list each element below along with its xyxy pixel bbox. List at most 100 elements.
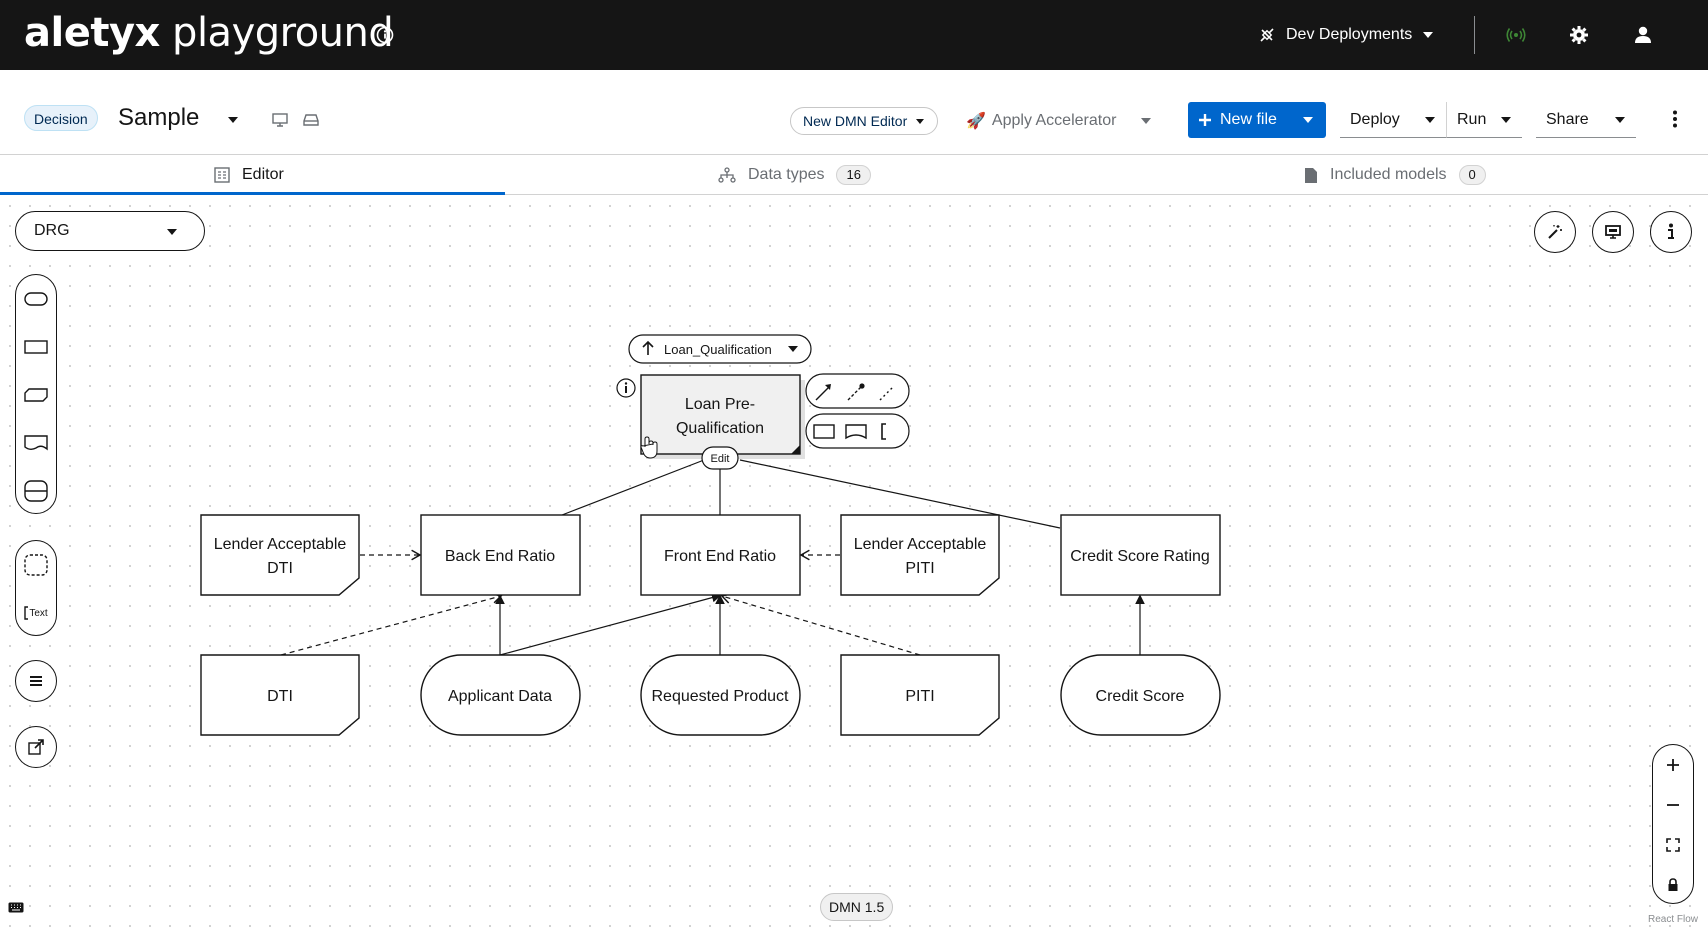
properties-panel-button[interactable] [1650, 211, 1692, 253]
resize-handle-icon[interactable] [791, 445, 800, 454]
hard-drive-icon[interactable] [303, 113, 319, 127]
dmn-canvas[interactable]: Loan_Qualification Loan Pre- Qualificati… [0, 196, 1708, 930]
add-decision-icon[interactable] [813, 424, 835, 439]
zoom-in-button[interactable] [1653, 745, 1693, 785]
masthead: aletyx playground Dev Deployments [0, 0, 1708, 70]
node-piti[interactable]: PITI [840, 654, 1000, 736]
brand-name-bold: aletyx [24, 10, 160, 56]
deploy-dropdown[interactable]: Deploy [1340, 102, 1446, 138]
overlays-button[interactable] [1592, 211, 1634, 253]
edit-label: Edit [711, 453, 730, 465]
decision-badge: Decision [24, 105, 98, 131]
tab-included-models[interactable]: Included models 0 [1304, 155, 1486, 195]
dev-deployments-label: Dev Deployments [1286, 26, 1413, 43]
file-menu-caret-icon[interactable] [227, 116, 239, 124]
share-dropdown[interactable]: Share [1536, 102, 1636, 138]
node-label-line2: DTI [267, 560, 293, 577]
new-file-label: New file [1220, 111, 1277, 128]
node-credit-score-rating[interactable]: Credit Score Rating [1060, 514, 1221, 596]
lock-icon [1667, 878, 1679, 892]
editor-icon [214, 167, 230, 183]
edge-dti-to-back-end[interactable] [280, 592, 503, 656]
gear-icon[interactable] [1568, 24, 1590, 46]
palette-decision-service[interactable] [16, 467, 56, 515]
desktop-icon[interactable] [272, 113, 288, 127]
list-view-button[interactable] [15, 660, 57, 702]
caret-down-icon [166, 228, 178, 236]
text-tool-label: Text [29, 607, 48, 619]
broadcast-icon[interactable] [1505, 24, 1527, 46]
edge-applicant-to-front-end[interactable] [499, 592, 722, 656]
dmn-version-badge: DMN 1.5 [820, 893, 894, 921]
node-label: PITI [905, 688, 934, 705]
palette-group[interactable] [16, 541, 56, 589]
external-nodes-button[interactable] [15, 726, 57, 768]
node-label-line2: PITI [905, 560, 934, 577]
tab-editor[interactable]: Editor [214, 155, 284, 195]
lock-interactivity-button[interactable] [1653, 865, 1693, 905]
auto-layout-button[interactable] [1534, 211, 1576, 253]
node-dti[interactable]: DTI [200, 654, 360, 736]
user-icon[interactable] [1632, 24, 1654, 46]
decision-shape-icon [24, 340, 48, 354]
connect-information-requirement-icon[interactable] [815, 384, 831, 401]
new-file-button[interactable]: New file [1188, 102, 1326, 138]
edge-piti-to-front-end[interactable] [720, 593, 921, 656]
edge-back-end-to-loan[interactable] [561, 459, 705, 516]
node-back-end-ratio[interactable]: Back End Ratio [420, 514, 581, 596]
edit-node-button[interactable]: Edit [701, 446, 739, 470]
connect-knowledge-requirement-icon[interactable] [847, 383, 865, 401]
node-credit-score[interactable]: Credit Score [1060, 654, 1221, 736]
connect-association-icon[interactable] [879, 385, 895, 401]
group-shape-icon [24, 554, 48, 576]
list-icon [28, 674, 44, 688]
drg-view-label: DRG [34, 222, 70, 239]
add-text-annotation-icon[interactable] [881, 423, 886, 440]
add-knowledge-source-icon[interactable] [845, 424, 867, 440]
fit-view-button[interactable] [1653, 825, 1693, 865]
palette-input-data[interactable] [16, 275, 56, 323]
masthead-divider [1474, 16, 1475, 54]
palette-text-annotation[interactable]: Text [16, 589, 56, 637]
keyboard-shortcuts-icon[interactable] [8, 902, 24, 913]
palette-decision[interactable] [16, 323, 56, 371]
node-info-icon[interactable] [616, 378, 636, 398]
dev-deployments-dropdown[interactable]: Dev Deployments [1258, 22, 1434, 48]
node-label: Credit Score Rating [1070, 548, 1210, 565]
monitor-icon [1604, 224, 1622, 240]
tab-included-models-label: Included models [1330, 166, 1447, 183]
share-label: Share [1546, 110, 1589, 128]
file-header: Decision Sample New DMN Editor 🚀 Apply A… [0, 70, 1708, 155]
node-lender-acceptable-dti[interactable]: Lender Acceptable DTI [200, 514, 360, 596]
palette-bkm[interactable] [16, 371, 56, 419]
apply-accelerator-label: Apply Accelerator [991, 112, 1117, 129]
node-connect-toolbar [805, 373, 910, 449]
zoom-out-button[interactable] [1653, 785, 1693, 825]
node-label: Front End Ratio [664, 548, 776, 565]
kebab-menu-icon[interactable] [1672, 110, 1678, 128]
parent-decision-selector[interactable]: Loan_Qualification [628, 334, 812, 364]
node-palette [15, 274, 57, 514]
node-loan-pre-qualification[interactable]: Loan Pre- Qualification [640, 374, 805, 459]
node-requested-product[interactable]: Requested Product [640, 654, 801, 736]
node-applicant-data[interactable]: Applicant Data [420, 654, 581, 736]
file-name[interactable]: Sample [118, 104, 200, 131]
node-label: Back End Ratio [445, 548, 555, 565]
caret-down-icon[interactable] [1302, 116, 1314, 124]
palette-knowledge-source[interactable] [16, 419, 56, 467]
node-lender-acceptable-piti[interactable]: Lender Acceptable PITI [840, 514, 1000, 596]
run-dropdown[interactable]: Run [1446, 102, 1522, 138]
node-front-end-ratio[interactable]: Front End Ratio [640, 514, 801, 596]
drg-view-select[interactable]: DRG [15, 211, 205, 251]
hand-cursor-icon [640, 436, 658, 459]
react-flow-attribution[interactable]: React Flow [1648, 914, 1699, 925]
info-icon[interactable] [376, 26, 394, 44]
tab-data-types[interactable]: Data types 16 [718, 155, 871, 195]
brand-logo[interactable]: aletyx playground [24, 10, 394, 56]
new-dmn-editor-dropdown[interactable]: New DMN Editor [790, 107, 939, 135]
node-label-line2: Qualification [676, 420, 764, 437]
apply-accelerator-dropdown[interactable]: 🚀 Apply Accelerator [966, 107, 1152, 135]
drg-diagram[interactable]: Loan_Qualification Loan Pre- Qualificati… [0, 196, 1708, 930]
edge-credit-rating-to-loan[interactable] [739, 459, 1061, 529]
external-link-icon [27, 738, 45, 756]
